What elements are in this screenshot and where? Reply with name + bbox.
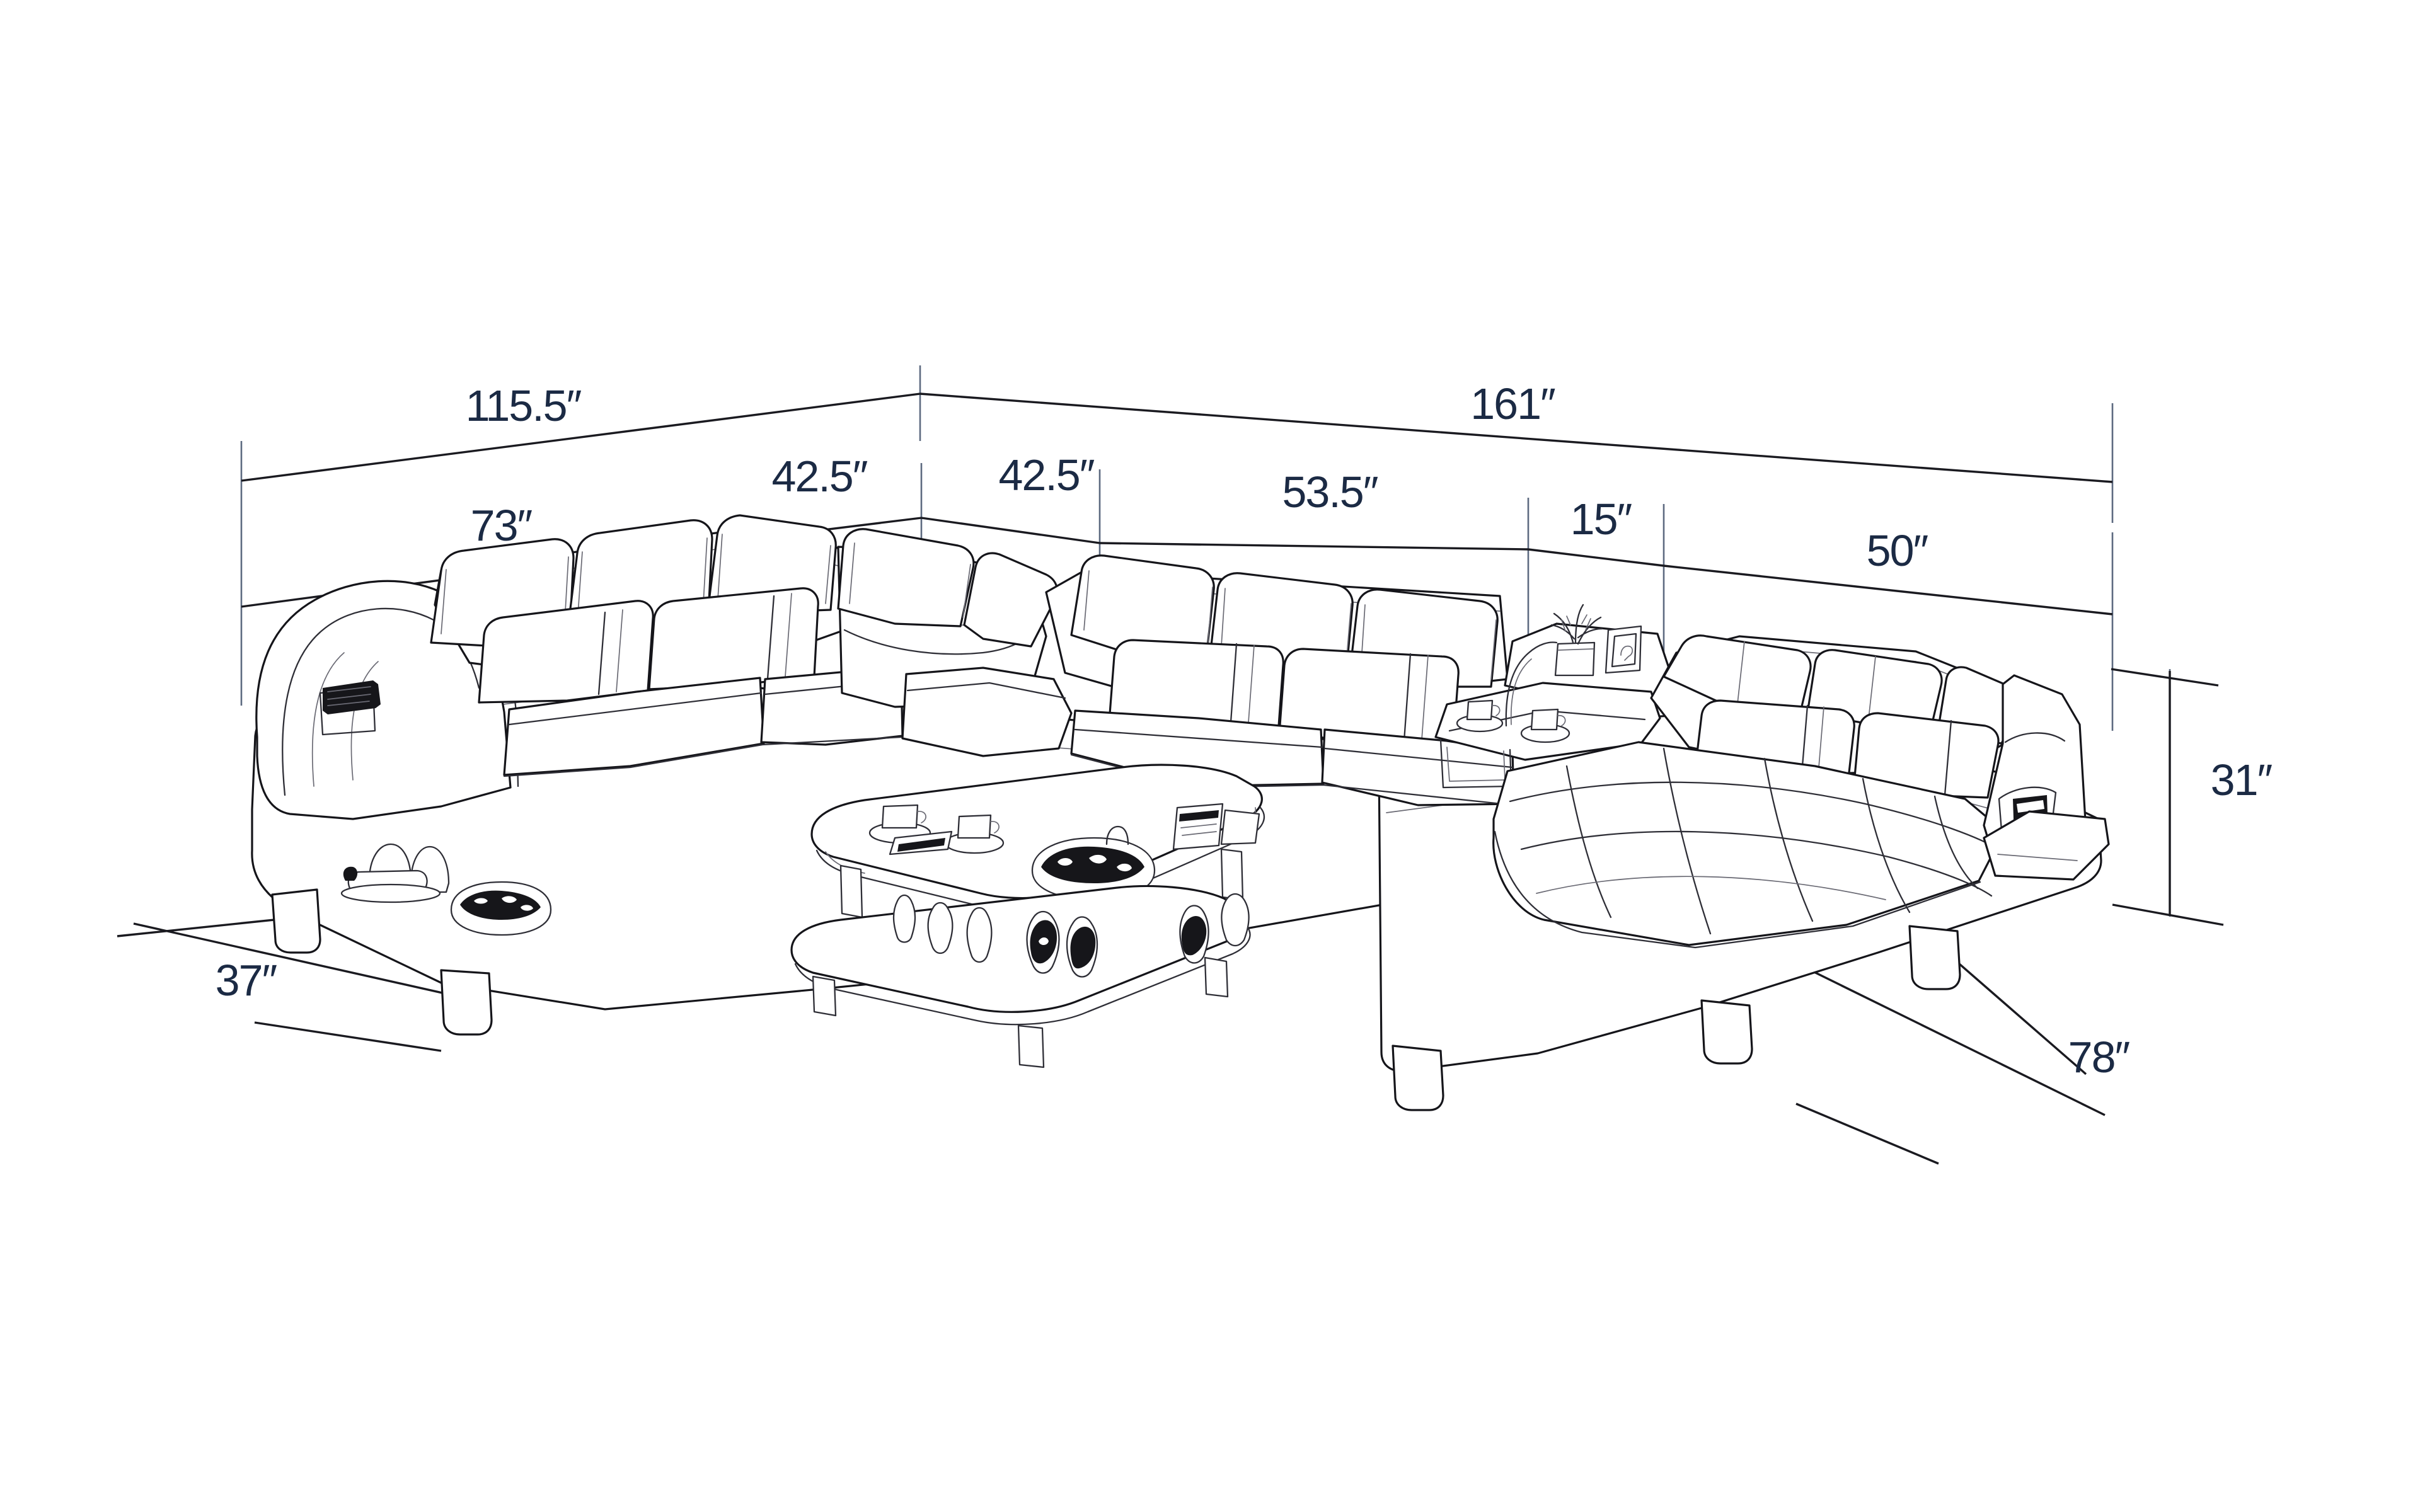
dimension-label-console-width: 15″ — [1570, 495, 1632, 544]
corner-wedge-section — [837, 528, 1073, 757]
picture-frame — [1605, 625, 1642, 674]
dimension-label-overall-height: 31″ — [2211, 755, 2273, 805]
dimension-label-left-run-overall: 115.5″ — [466, 381, 582, 430]
dimension-label-corner-right: 42.5″ — [998, 450, 1094, 500]
coffee-table — [790, 764, 1265, 1068]
dimension-label-left-depth: 37″ — [216, 956, 277, 1005]
dimension-label-right-depth: 78″ — [2068, 1033, 2130, 1082]
vases — [892, 893, 1250, 978]
potted-plant — [1550, 604, 1603, 677]
chaise-lounge-module — [1492, 634, 2021, 949]
coffee-cups — [1456, 699, 1570, 743]
dimension-label-right-run-overall: 161″ — [1470, 379, 1555, 428]
dimension-label-mid-run: 53.5″ — [1282, 467, 1378, 517]
sectional-sofa-illustration — [251, 514, 2110, 1111]
console-table-module — [1434, 604, 1670, 789]
dimension-label-left-sofa-run: 73″ — [471, 501, 533, 550]
dimension-label-corner-left: 42.5″ — [771, 452, 867, 501]
right-arm-module — [1983, 674, 2110, 881]
left-two-seat-section — [430, 514, 904, 777]
center-two-seat-section — [1045, 554, 1515, 806]
dimension-labels: 115.5″ 161″ 73″ 42.5″ 42.5″ 53.5″ 15″ 50… — [216, 379, 2274, 1082]
left-shelf-accessories — [340, 843, 552, 936]
dimension-label-chaise-width: 50″ — [1867, 526, 1928, 575]
